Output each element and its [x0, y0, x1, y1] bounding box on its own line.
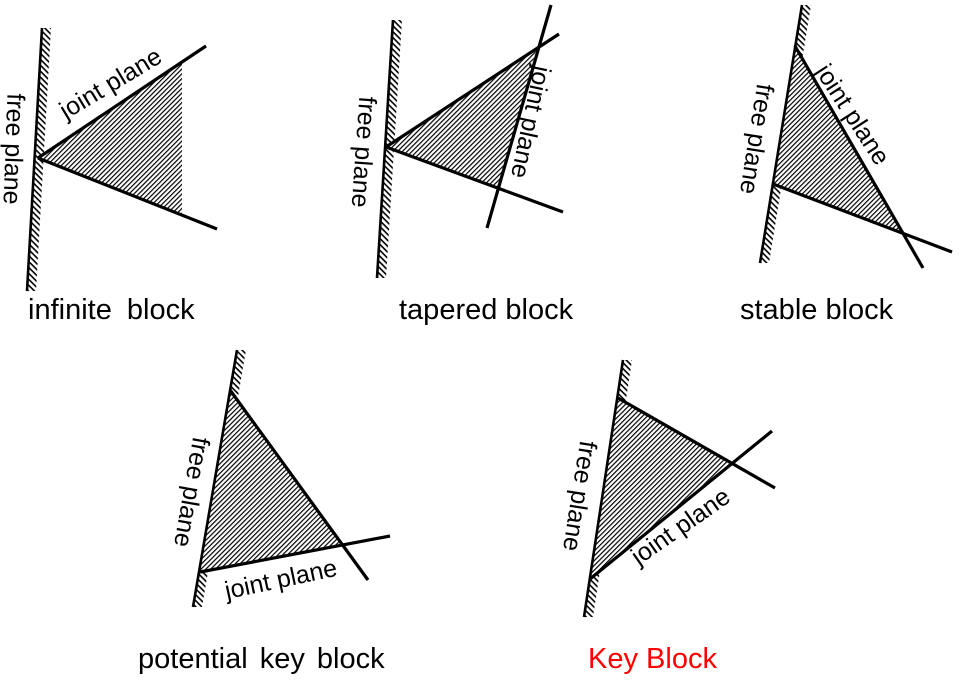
caption-infinite-block: infinite block	[28, 294, 195, 326]
joint-plane-line	[199, 534, 391, 574]
block-top-edge-line	[385, 32, 560, 149]
diagram-key-block	[582, 359, 776, 618]
caption-stable-block: stable block	[740, 294, 894, 326]
block-bottom-edge-line	[772, 182, 953, 254]
block-fill	[386, 47, 537, 188]
block-right-edge-line	[228, 389, 370, 581]
free-plane-label: free plane	[0, 92, 30, 206]
joint-plane-line	[588, 429, 774, 581]
block-top-edge-line	[617, 396, 776, 490]
block-fill	[38, 62, 182, 214]
joint-plane-line-lower	[37, 156, 218, 231]
diagram-infinite-block	[25, 27, 218, 292]
diagram-stable-block	[758, 4, 953, 269]
caption-tapered-block: tapered block	[399, 294, 574, 326]
free-plane-line	[375, 19, 395, 279]
free-plane-label: free plane	[345, 95, 382, 209]
block-fill	[773, 46, 903, 233]
caption-key-block: Key Block	[588, 643, 717, 675]
joint-plane-line	[37, 44, 207, 160]
joint-plane-line	[485, 4, 553, 229]
caption-potential-key-block: potential key block	[138, 643, 385, 675]
block-fill	[200, 390, 344, 572]
diagram-potential-key-block	[191, 349, 391, 608]
block-bottom-edge-line	[385, 145, 564, 214]
joint-plane-line	[793, 45, 925, 269]
free-plane-line	[25, 27, 44, 292]
free-plane-line	[191, 349, 239, 608]
diagram-tapered-block	[375, 4, 564, 279]
free-plane-line	[582, 359, 625, 618]
